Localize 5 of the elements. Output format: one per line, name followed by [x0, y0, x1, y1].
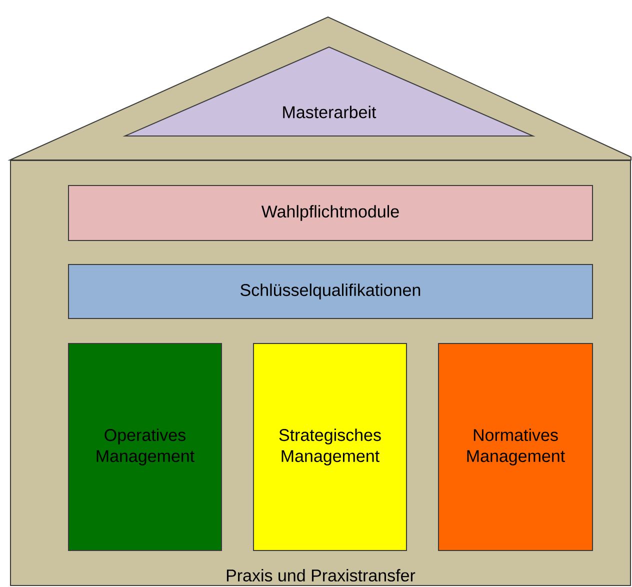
pillar-box: Normatives Management: [438, 343, 593, 551]
pillar-box: Operatives Management: [68, 343, 222, 551]
pillar-box: Strategisches Management: [253, 343, 407, 551]
module-box: Schlüsselqualifikationen: [68, 264, 593, 319]
module-box: Wahlpflichtmodule: [68, 185, 593, 241]
